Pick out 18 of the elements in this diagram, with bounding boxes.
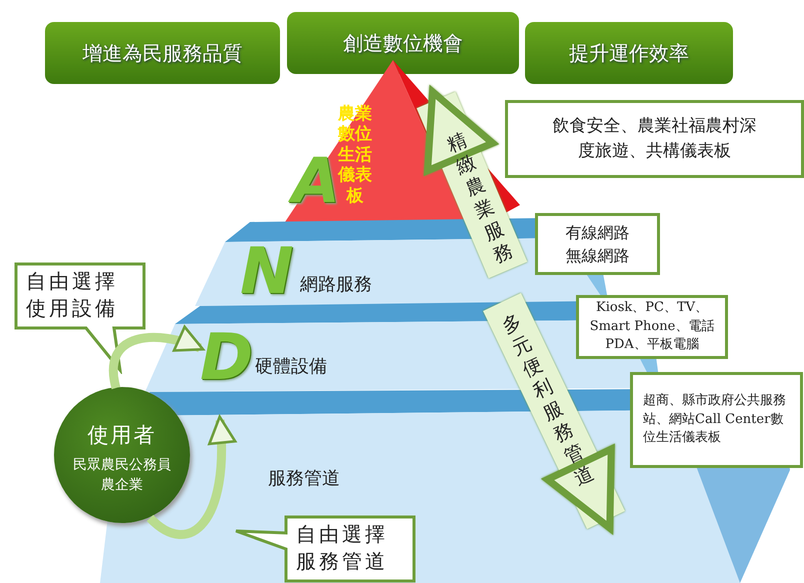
callout-text: 自由選擇服務管道 — [296, 521, 389, 575]
circle-subtitle: 民眾農民公務員農企業 — [72, 456, 172, 496]
goal-banner: 創造數位機會 — [287, 12, 519, 74]
callout-text: 自由選擇使用設備 — [26, 268, 119, 322]
curved-arrow — [109, 326, 204, 389]
tier-label: 服務管道 — [268, 467, 340, 490]
note-box: 有線網路無線網路 — [535, 213, 660, 275]
tier-letter: D — [200, 326, 254, 390]
tier-label: 硬體設備 — [255, 355, 327, 378]
curved-arrow — [147, 415, 236, 539]
tier-label: 網路服務 — [300, 273, 372, 296]
circle-title: 使用者 — [86, 422, 158, 449]
note-box: 超商、縣市政府公共服務站、網站Call Center數位生活儀表板 — [630, 372, 803, 468]
goal-banner: 增進為民服務品質 — [45, 22, 280, 84]
note-box: Kiosk、PC、TV、Smart Phone、電話PDA、平板電腦 — [576, 295, 728, 359]
tier-letter: N — [240, 240, 294, 304]
goal-banner: 提升運作效率 — [525, 22, 733, 84]
note-box: 飲食安全、農業社福農村深度旅遊、共構儀表板 — [505, 100, 804, 178]
